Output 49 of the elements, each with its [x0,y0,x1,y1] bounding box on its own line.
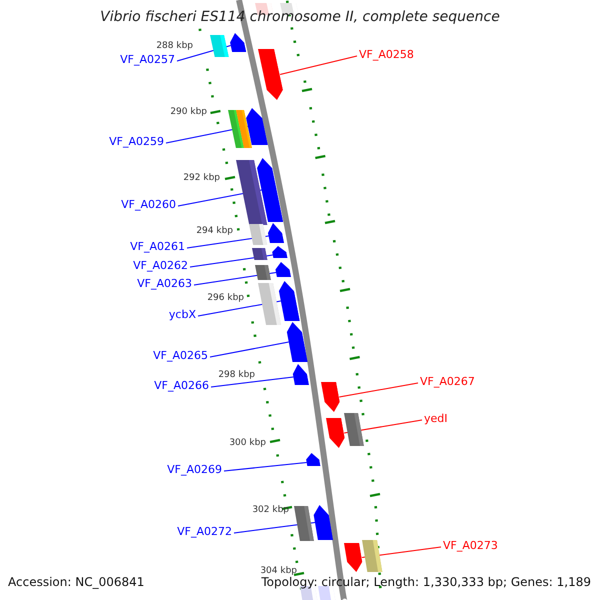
gene-label: VF_A0258 [359,48,414,62]
scale-label: 302 kbp [252,504,289,517]
gene-label: ycbX [168,308,196,322]
gene-label: VF_A0266 [154,379,209,393]
map-title: Vibrio fischeri ES114 chromosome II, complete sequence [99,10,501,24]
accession-text: Accession: NC_006841 [8,575,144,589]
leader-line [194,272,277,286]
gene-feature-block [344,543,362,572]
gene-label: VF_A0267 [420,375,475,389]
scale-label: 296 kbp [207,292,244,305]
gene-label: VF_A0262 [133,259,188,273]
summary-text: Topology: circular; Length: 1,330,333 bp; Genes: 1,189 [261,575,591,589]
gene-feature-block [326,418,345,448]
gene-feature-block [258,49,283,100]
leader-line [190,254,274,268]
gene-label: VF_A0257 [120,53,175,67]
scale-label: 298 kbp [218,369,255,382]
gene-label: VF_A0261 [130,240,185,254]
scale-label: 290 kbp [170,106,207,119]
gene-feature-block [306,453,320,466]
gene-label: VF_A0273 [443,539,498,553]
gene-label: VF_A0265 [153,349,208,363]
gene-feature-block [275,262,291,277]
gene-label: VF_A0260 [121,198,176,212]
gene-feature-block [272,246,288,258]
leader-line [279,56,358,75]
leader-line [224,462,308,472]
scale-label: 292 kbp [183,172,220,185]
gene-feature-block [246,108,268,145]
leader-line [210,376,294,388]
gene-feature-block [278,281,300,321]
leader-line [176,45,232,62]
scale-label: 300 kbp [229,437,266,450]
scale-label: 304 kbp [260,565,297,576]
gene-label: VF_A0269 [167,463,222,477]
leader-line [338,382,418,398]
scale-label: 288 kbp [156,40,193,53]
gene-feature-block [321,382,340,412]
gene-label: VF_A0263 [137,277,192,291]
scale-label: 294 kbp [196,225,233,238]
gene-feature-block [268,223,284,243]
gene-feature-block [230,33,246,52]
leader-line [210,342,290,358]
leader-line [186,236,270,248]
gene-feature-block [292,364,309,385]
gene-label: VF_A0259 [109,135,164,149]
gene-label: yedI [424,412,448,426]
gene-label: VF_A0272 [177,525,232,539]
gene-feature-block [314,505,333,540]
